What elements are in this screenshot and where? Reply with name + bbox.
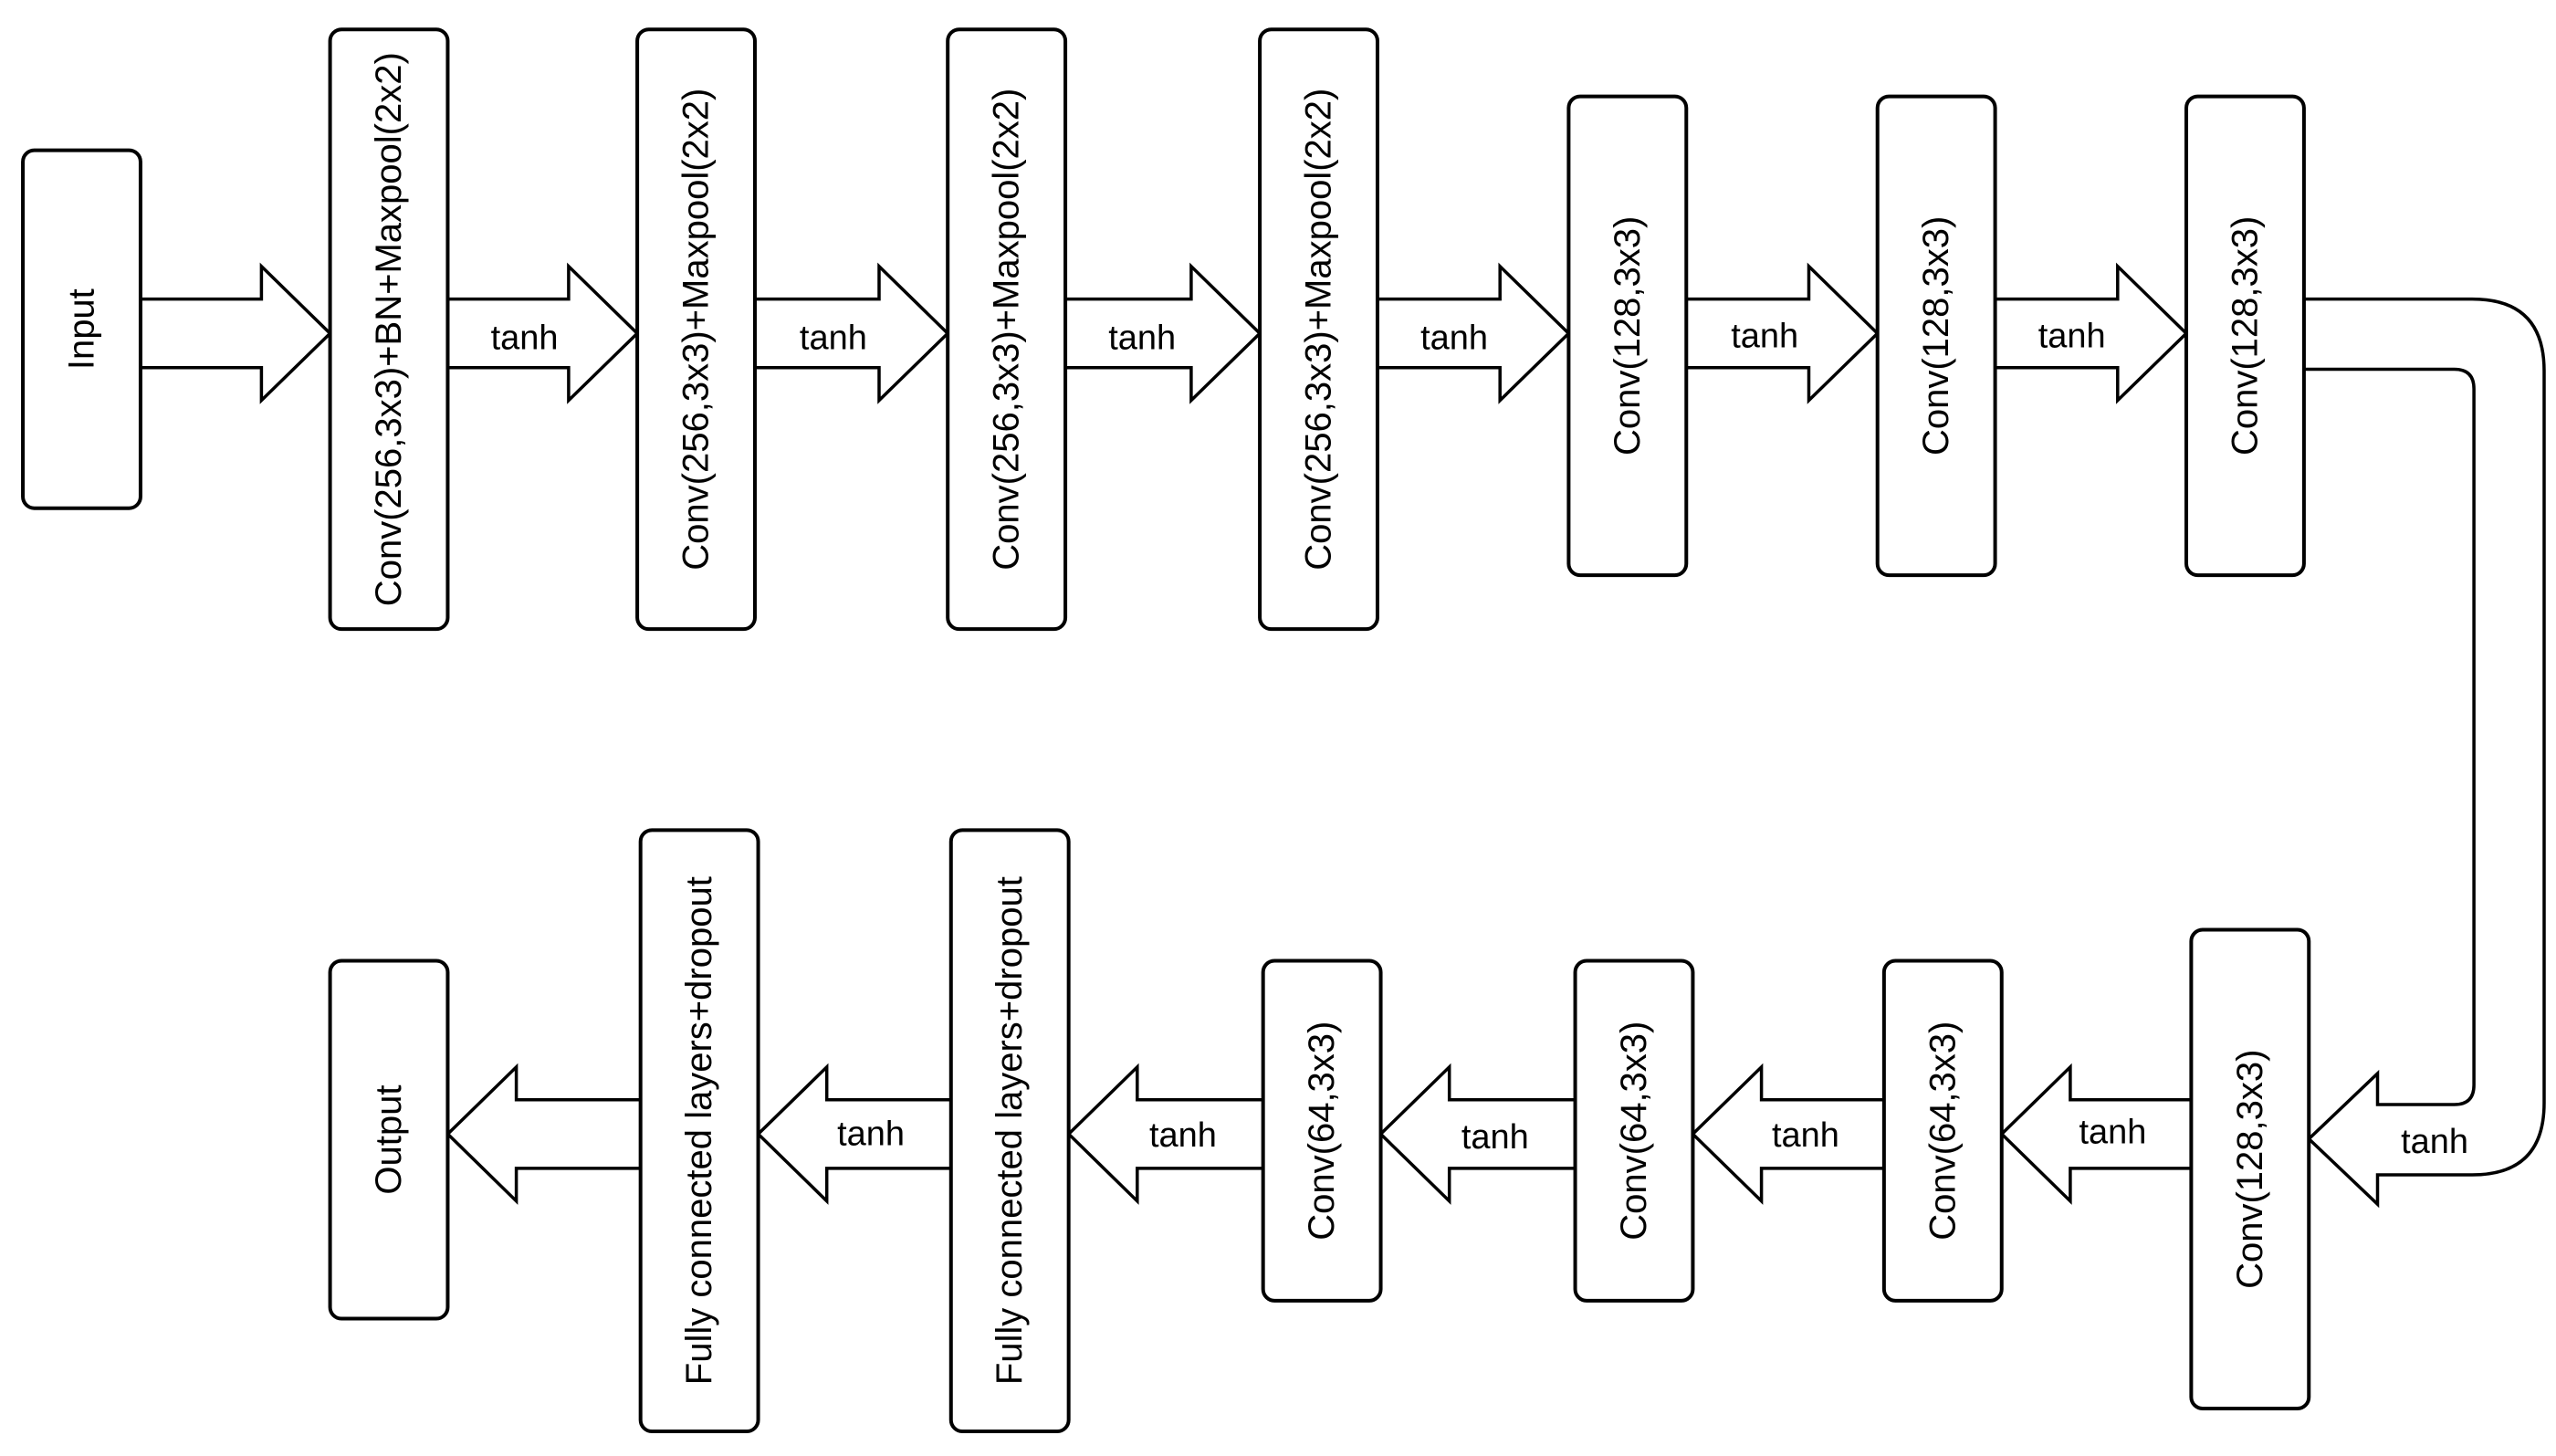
arrow-fc2-to-output [445, 1063, 643, 1205]
activation-label-conv10-to-conv11: tanh [1461, 1118, 1529, 1157]
arrow-conv8-to-conv9 [1999, 1063, 2194, 1205]
block-conv11: Conv(64,3x3) [1261, 958, 1383, 1303]
block-conv4-frame [1258, 27, 1379, 632]
connector-12 [756, 1063, 953, 1205]
connector-9 [1690, 1063, 1886, 1205]
activation-label-conv2-to-conv3: tanh [800, 319, 867, 358]
block-conv1-frame [328, 27, 450, 632]
connector-4 [1376, 262, 1571, 404]
block-input: Input [21, 148, 142, 510]
block-fc1: Fully connected layers+dropout [948, 828, 1071, 1434]
arrows-layer [139, 262, 2546, 1209]
connector-11 [1066, 1063, 1265, 1205]
arrow-conv9-to-conv10 [1690, 1063, 1886, 1205]
block-fc2-frame [638, 828, 760, 1434]
block-conv6-frame [1875, 94, 1997, 578]
activation-label-conv6-to-conv7: tanh [2038, 318, 2106, 356]
connector-5 [1684, 262, 1880, 404]
block-conv4: Conv(256,3x3)+Maxpool(2x2) [1258, 27, 1379, 632]
activation-label-conv9-to-conv10: tanh [1772, 1116, 1839, 1155]
block-input-label: Input [62, 288, 102, 370]
block-output: Output [328, 958, 450, 1321]
block-conv11-label: Conv(64,3x3) [1302, 1021, 1342, 1241]
block-input-frame [21, 148, 142, 510]
block-conv10-label: Conv(64,3x3) [1614, 1021, 1654, 1241]
connector-0 [139, 262, 333, 404]
activation-label-conv3-to-conv4: tanh [1108, 319, 1176, 358]
block-conv2-frame [635, 27, 757, 632]
block-conv6-label: Conv(128,3x3) [1916, 216, 1956, 456]
block-conv3: Conv(256,3x3)+Maxpool(2x2) [946, 27, 1068, 632]
arrow-fc1-to-fc2 [756, 1063, 953, 1205]
connector-3 [1063, 262, 1262, 404]
block-conv5: Conv(128,3x3) [1566, 94, 1689, 578]
block-fc1-label: Fully connected layers+dropout [990, 876, 1030, 1385]
arrow-conv11-to-fc1 [1066, 1063, 1265, 1205]
arrow-conv2-to-conv3 [753, 262, 950, 404]
arrow-input-to-conv1 [139, 262, 333, 404]
block-output-frame [328, 958, 450, 1321]
arrow-conv7-to-conv8 [2302, 297, 2546, 1209]
connector-10 [1378, 1063, 1577, 1205]
block-conv7-frame [2184, 94, 2306, 578]
connector-1 [445, 262, 640, 404]
activation-label-fc1-to-fc2: tanh [837, 1115, 905, 1153]
block-conv3-label: Conv(256,3x3)+Maxpool(2x2) [987, 89, 1027, 571]
connector-13 [445, 1063, 643, 1205]
activation-label-conv11-to-fc1: tanh [1149, 1116, 1217, 1155]
block-conv6: Conv(128,3x3) [1875, 94, 1997, 578]
block-conv1-label: Conv(256,3x3)+BN+Maxpool(2x2) [369, 52, 409, 606]
arrow-conv6-to-conv7 [1993, 262, 2189, 404]
connector-2 [753, 262, 950, 404]
arrow-conv10-to-conv11 [1378, 1063, 1577, 1205]
activation-labels-layer: tanh tanh tanh tanh tanh tanh tanh tanh tanh tanh… [491, 318, 2468, 1161]
block-fc2-label: Fully connected layers+dropout [679, 876, 719, 1385]
activation-label-conv1-to-conv2: tanh [491, 319, 559, 358]
block-conv7: Conv(128,3x3) [2184, 94, 2306, 578]
arrow-conv3-to-conv4 [1063, 262, 1262, 404]
block-conv3-frame [946, 27, 1068, 632]
block-conv2: Conv(256,3x3)+Maxpool(2x2) [635, 27, 757, 632]
block-conv4-label: Conv(256,3x3)+Maxpool(2x2) [1299, 89, 1339, 571]
activation-label-conv4-to-conv5: tanh [1420, 319, 1488, 358]
block-conv8-label: Conv(128,3x3) [2230, 1050, 2270, 1289]
block-conv7-label: Conv(128,3x3) [2225, 216, 2265, 456]
activation-label-conv8-to-conv9: tanh [2079, 1113, 2146, 1151]
block-fc2: Fully connected layers+dropout [638, 828, 760, 1434]
block-conv8-frame [2189, 927, 2311, 1410]
arrow-conv4-to-conv5 [1376, 262, 1571, 404]
blocks-layer: Input Conv(256,3x3)+BN+Maxpool(2x2) Conv(2… [21, 27, 2311, 1434]
connector-7 [2302, 297, 2546, 1209]
connector-8 [1999, 1063, 2194, 1205]
block-conv5-label: Conv(128,3x3) [1608, 216, 1648, 456]
block-conv10: Conv(64,3x3) [1573, 958, 1695, 1303]
block-conv9-label: Conv(64,3x3) [1922, 1021, 1963, 1241]
activation-label-conv7-to-conv8: tanh [2401, 1123, 2468, 1161]
block-conv1: Conv(256,3x3)+BN+Maxpool(2x2) [328, 27, 450, 632]
block-conv9: Conv(64,3x3) [1881, 958, 2004, 1303]
block-conv10-frame [1573, 958, 1695, 1303]
block-fc1-frame [948, 828, 1071, 1434]
arrow-conv1-to-conv2 [445, 262, 640, 404]
block-conv9-frame [1881, 958, 2004, 1303]
arrow-conv5-to-conv6 [1684, 262, 1880, 404]
block-output-label: Output [369, 1084, 409, 1194]
block-conv8: Conv(128,3x3) [2189, 927, 2311, 1410]
connector-6 [1993, 262, 2189, 404]
activation-label-conv5-to-conv6: tanh [1731, 318, 1798, 356]
block-conv11-frame [1261, 958, 1383, 1303]
block-conv5-frame [1566, 94, 1689, 578]
block-conv2-label: Conv(256,3x3)+Maxpool(2x2) [676, 89, 717, 571]
